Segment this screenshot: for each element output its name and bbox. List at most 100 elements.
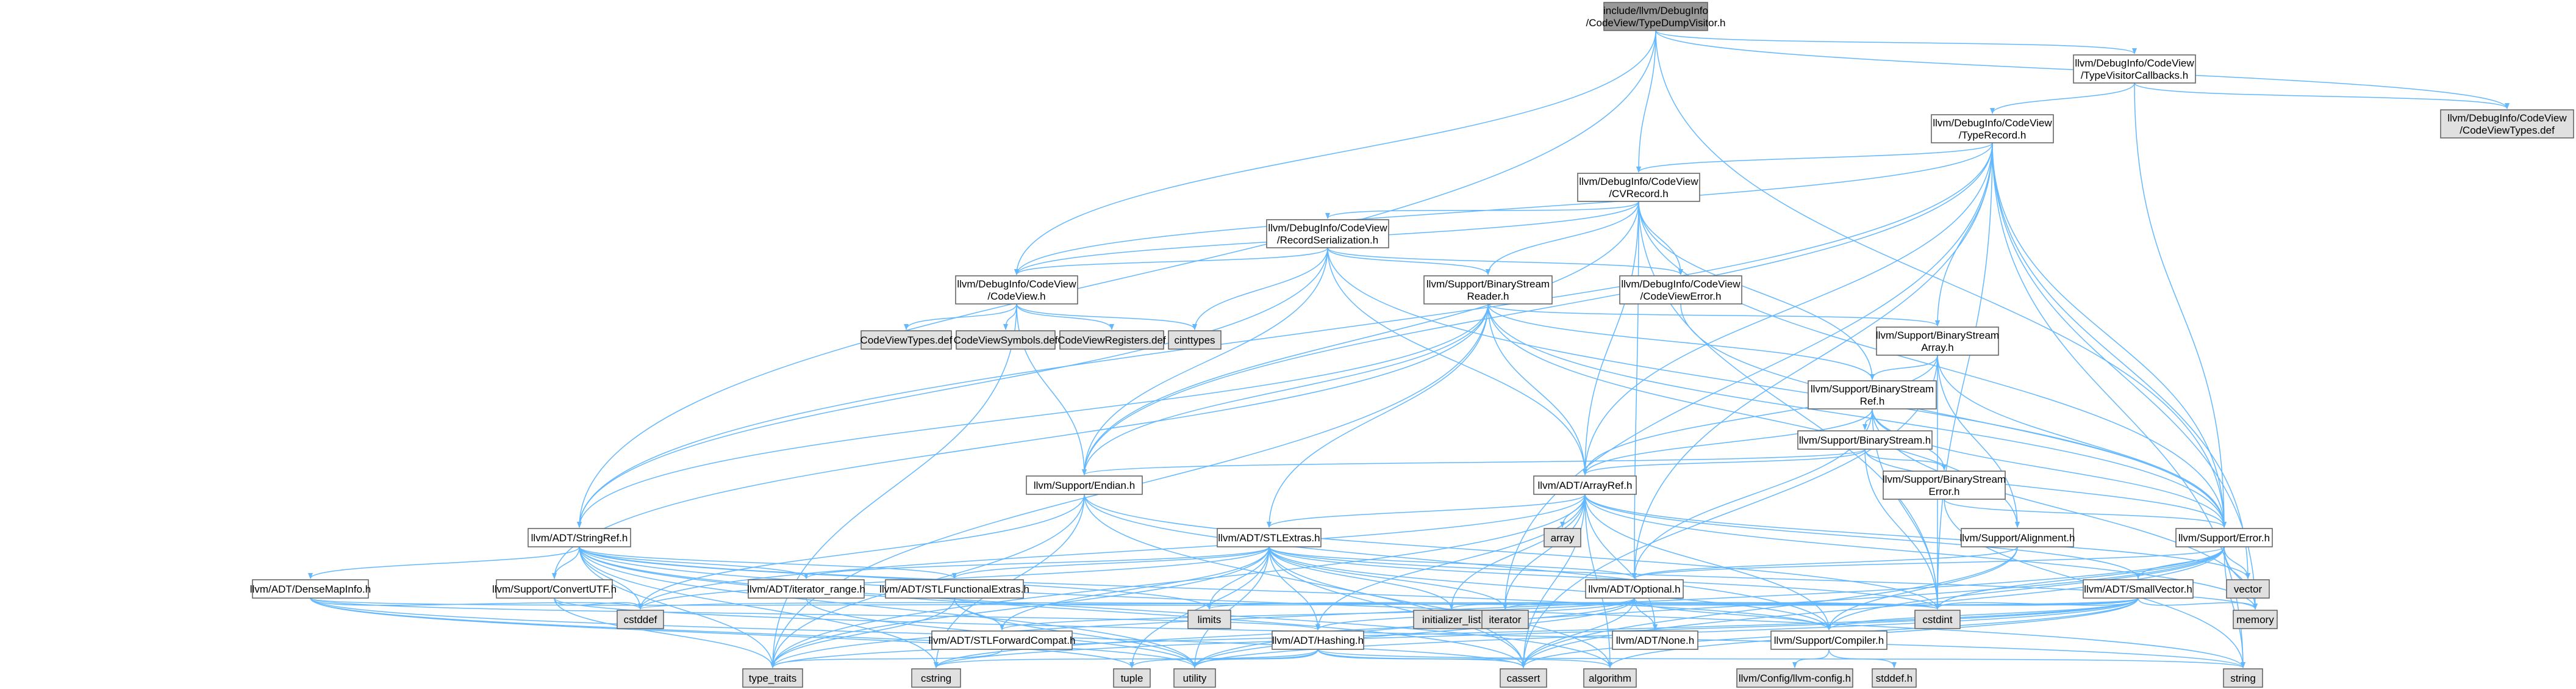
edge-bsarray-to-alignment xyxy=(1937,355,2020,528)
node-tvc-box xyxy=(2073,54,2196,84)
node-stlfunc-label-line-0: llvm/ADT/STLFunctionalExtras.h xyxy=(879,583,1029,595)
edge-stlextras-to-algorithm xyxy=(1268,546,1612,668)
node-cverror-box xyxy=(1619,275,1742,305)
node-root-label-line-0: include/llvm/DebugInfo xyxy=(1603,5,1708,16)
node-stlfunc[interactable]: llvm/ADT/STLFunctionalExtras.h xyxy=(879,579,1029,599)
node-bsarray-label-line-1: Array.h xyxy=(1921,342,1954,353)
edge-typerecord-to-cstdint xyxy=(1935,142,1993,610)
node-tuple: tuple xyxy=(1113,668,1151,688)
node-memory: memory xyxy=(2233,610,2278,629)
node-iterrange-label-line-0: llvm/ADT/iterator_range.h xyxy=(747,583,865,595)
node-tvc[interactable]: llvm/DebugInfo/CodeView/TypeVisitorCallb… xyxy=(2073,54,2196,84)
node-optional[interactable]: llvm/ADT/Optional.h xyxy=(1585,579,1684,599)
edge-stringref-to-cassert xyxy=(579,546,1526,668)
edge-typerecord-to-endian xyxy=(1082,142,1993,475)
edge-stringref-to-limits xyxy=(579,546,1212,610)
node-cstddefh-label-line-0: stddef.h xyxy=(1876,673,1913,684)
node-codeview[interactable]: llvm/DebugInfo/CodeView/CodeView.h xyxy=(955,275,1078,305)
node-cverror[interactable]: llvm/DebugInfo/CodeView/CodeViewError.h xyxy=(1619,275,1742,305)
node-none[interactable]: llvm/ADT/None.h xyxy=(1612,630,1698,650)
node-cassert-box xyxy=(1500,668,1547,688)
edge-stlfunc-to-utility xyxy=(954,597,1197,668)
node-cvrecord-box xyxy=(1577,173,1700,202)
node-convertutf[interactable]: llvm/Support/ConvertUTF.h xyxy=(492,579,617,599)
edge-bsarray-to-bsref xyxy=(1870,355,1938,380)
node-cvrecord[interactable]: llvm/DebugInfo/CodeView/CVRecord.h xyxy=(1577,173,1700,202)
edge-smallvector-to-limits xyxy=(1207,597,2139,610)
node-error[interactable]: llvm/Support/Error.h xyxy=(2175,528,2273,547)
edge-bsarray-to-arrayref xyxy=(1583,355,1938,475)
edge-codeview-to-cvregs xyxy=(1016,303,1114,330)
edge-bstream-to-bserror xyxy=(1864,449,1947,471)
edge-recser-to-cinttypes xyxy=(1192,247,1328,330)
edge-bserror-to-error xyxy=(1944,499,2227,528)
node-bsref-label-line-0: llvm/Support/BinaryStream xyxy=(1811,383,1934,395)
node-smallvector[interactable]: llvm/ADT/SmallVector.h xyxy=(2083,579,2194,599)
node-string-label-line-0: string xyxy=(2230,673,2256,684)
edge-stringref-to-densemapinfo xyxy=(308,546,580,579)
node-error-box xyxy=(2175,528,2273,547)
node-root-label-line-1: /CodeView/TypeDumpVisitor.h xyxy=(1586,17,1726,29)
node-algorithm-label-line-0: algorithm xyxy=(1589,673,1631,684)
edge-error-to-typetraits xyxy=(770,546,2225,668)
edge-bsreader-to-stlextras xyxy=(1267,303,1489,528)
node-root[interactable]: include/llvm/DebugInfo/CodeView/TypeDump… xyxy=(1586,2,1726,31)
node-cverror-label-line-0: llvm/DebugInfo/CodeView xyxy=(1621,278,1741,290)
edge-hashing-to-cstring xyxy=(934,649,1318,668)
node-arrayref[interactable]: llvm/ADT/ArrayRef.h xyxy=(1533,475,1637,495)
node-cstdint-box xyxy=(1914,610,1961,629)
node-stlextras[interactable]: llvm/ADT/STLExtras.h xyxy=(1217,528,1322,547)
edge-densemapinfo-to-cassert xyxy=(310,597,1526,668)
node-recser[interactable]: llvm/DebugInfo/CodeView/RecordSerializat… xyxy=(1266,219,1389,248)
node-smallvector-box xyxy=(2083,579,2194,599)
node-bsref-box xyxy=(1808,380,1937,409)
node-bstream[interactable]: llvm/Support/BinaryStream.h xyxy=(1797,430,1933,450)
edge-cvrecord-to-endian xyxy=(1082,201,1639,475)
node-bsreader-box xyxy=(1423,275,1553,305)
node-typerecord-label-line-0: llvm/DebugInfo/CodeView xyxy=(1933,117,2052,129)
node-cvsymbols-label-line-0: CodeViewSymbols.def xyxy=(954,334,1058,346)
node-cstring: cstring xyxy=(911,668,961,688)
edge-cvrecord-to-recser xyxy=(1325,201,1639,219)
node-stringref[interactable]: llvm/ADT/StringRef.h xyxy=(528,528,631,547)
edge-densemapinfo-to-utility xyxy=(310,597,1197,668)
graph-edges xyxy=(308,30,2510,668)
edge-endian-to-cstddef xyxy=(638,494,1085,610)
node-endian[interactable]: llvm/Support/Endian.h xyxy=(1026,475,1143,495)
node-smallvector-label-line-0: llvm/ADT/SmallVector.h xyxy=(2084,583,2192,595)
edge-alignment-to-optional xyxy=(1632,546,2018,579)
edge-typerecord-to-stringref xyxy=(577,142,1993,528)
node-typerecord-label-line-1: /TypeRecord.h xyxy=(1959,129,2027,141)
edge-bsref-to-arrayref xyxy=(1583,408,1873,475)
node-optional-box xyxy=(1585,579,1684,599)
node-compiler-label-line-0: llvm/Support/Compiler.h xyxy=(1774,635,1884,646)
node-cvtdef-label-line-0: llvm/DebugInfo/CodeView xyxy=(2447,112,2567,124)
node-typerecord[interactable]: llvm/DebugInfo/CodeView/TypeRecord.h xyxy=(1931,114,2054,143)
node-hashing-box xyxy=(1272,630,1364,650)
node-recser-label-line-0: llvm/DebugInfo/CodeView xyxy=(1268,222,1387,234)
node-convertutf-label-line-0: llvm/Support/ConvertUTF.h xyxy=(492,583,617,595)
node-hashing[interactable]: llvm/ADT/Hashing.h xyxy=(1272,630,1364,650)
edge-error-to-optional xyxy=(1632,546,2225,579)
node-cvrecord-label-line-1: /CVRecord.h xyxy=(1609,188,1668,200)
edge-bstream-to-endian xyxy=(1082,449,1866,475)
node-iterrange[interactable]: llvm/ADT/iterator_range.h xyxy=(747,579,865,599)
edge-root-to-cvrecord xyxy=(1636,30,1656,173)
node-stlforward[interactable]: llvm/ADT/STLForwardCompat.h xyxy=(929,630,1076,650)
edge-arrayref-to-none xyxy=(1584,494,1658,630)
node-compiler[interactable]: llvm/Support/Compiler.h xyxy=(1770,630,1887,650)
node-alignment[interactable]: llvm/Support/Alignment.h xyxy=(1960,528,2075,547)
node-llvmconfig-label-line-0: llvm/Config/llvm-config.h xyxy=(1739,673,1851,684)
node-densemapinfo[interactable]: llvm/ADT/DenseMapInfo.h xyxy=(250,579,371,599)
node-typetraits-box xyxy=(742,668,803,688)
edge-arrayref-to-cassert xyxy=(1521,494,1586,668)
node-vector: vector xyxy=(2226,579,2270,599)
node-iterator: iterator xyxy=(1481,610,1529,629)
node-recser-box xyxy=(1266,219,1389,248)
node-array: array xyxy=(1544,528,1581,547)
edge-bsreader-to-endian xyxy=(1082,303,1489,475)
